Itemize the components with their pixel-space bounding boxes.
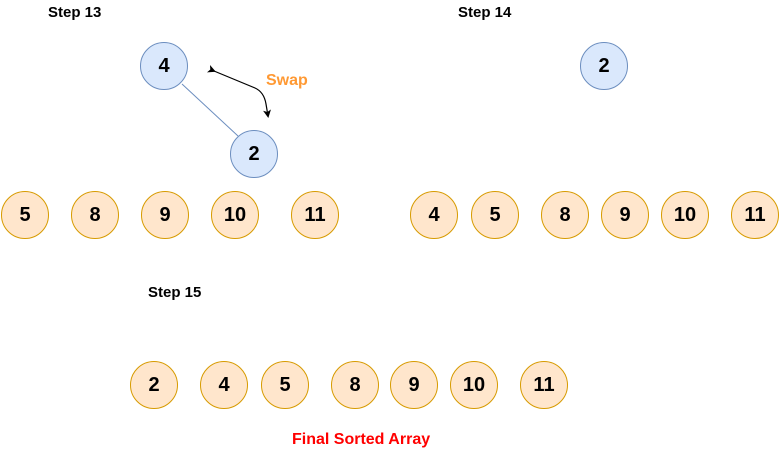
array-cell: 4: [410, 191, 458, 239]
array-cell: 4: [200, 361, 248, 409]
step-15-title: Step 15: [148, 284, 202, 301]
final-sorted-caption: Final Sorted Array: [292, 431, 431, 448]
array-cell: 11: [291, 191, 339, 239]
heap-node: 2: [230, 130, 278, 178]
array-cell: 5: [261, 361, 309, 409]
heap-node: 2: [580, 42, 628, 90]
array-cell: 5: [471, 191, 519, 239]
tree-edge-4-2: [181, 83, 239, 137]
step-13-title: Step 13: [48, 4, 102, 21]
array-cell: 10: [211, 191, 259, 239]
array-cell: 10: [661, 191, 709, 239]
swap-label: Swap: [266, 72, 308, 89]
heap-node: 4: [140, 42, 188, 90]
array-cell: 11: [520, 361, 568, 409]
array-cell: 9: [141, 191, 189, 239]
array-cell: 9: [601, 191, 649, 239]
array-cell: 8: [331, 361, 379, 409]
array-cell: 8: [71, 191, 119, 239]
array-cell: 8: [541, 191, 589, 239]
swap-arrow: [206, 65, 271, 118]
step-14-title: Step 14: [458, 4, 512, 21]
array-cell: 11: [731, 191, 779, 239]
array-cell: 2: [130, 361, 178, 409]
array-cell: 9: [390, 361, 438, 409]
array-cell: 10: [450, 361, 498, 409]
array-cell: 5: [1, 191, 49, 239]
